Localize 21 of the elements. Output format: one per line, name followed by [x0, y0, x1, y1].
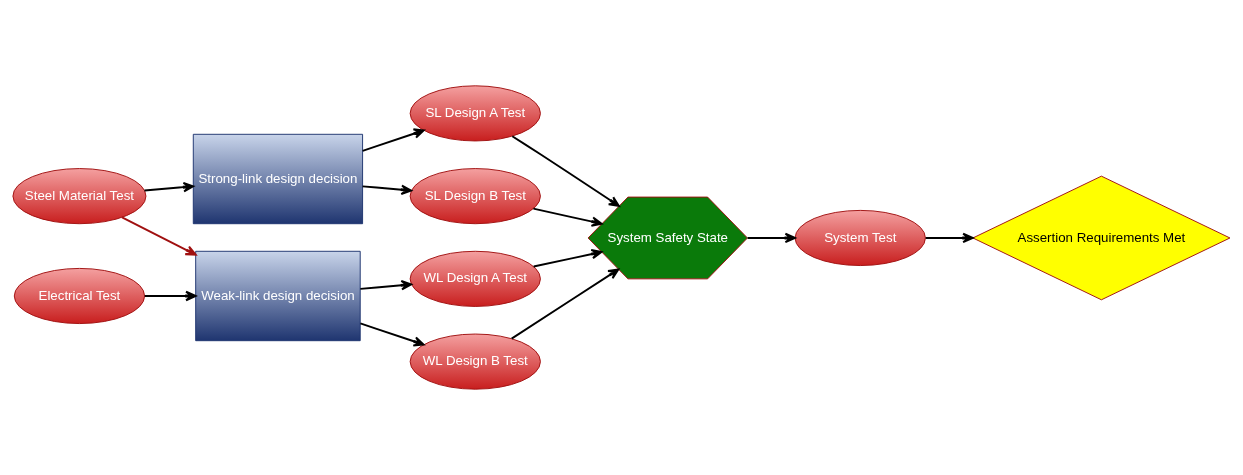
node-diamond: Assertion Requirements Met — [972, 175, 1231, 301]
arrow — [924, 232, 974, 244]
node-ellipse: WL Design A Test — [409, 250, 541, 307]
node-ellipse: Steel Material Test — [12, 168, 147, 225]
arrow — [510, 268, 620, 340]
arrow — [143, 181, 195, 193]
node-ellipse: SL Design B Test — [409, 168, 541, 225]
arrow — [121, 216, 197, 256]
arrow — [361, 184, 413, 195]
node-ellipse: System Test — [794, 209, 926, 267]
arrow — [361, 128, 425, 152]
arrow — [746, 232, 796, 244]
arrow — [143, 290, 197, 302]
arrow — [359, 322, 425, 347]
node-box: Weak-link design decision — [195, 250, 361, 342]
arrow — [511, 135, 620, 207]
arrow — [532, 248, 603, 268]
arrow — [532, 207, 603, 227]
arrow — [359, 280, 413, 291]
node-ellipse: Electrical Test — [13, 267, 146, 325]
node-box: Strong-link design decision — [192, 133, 364, 225]
